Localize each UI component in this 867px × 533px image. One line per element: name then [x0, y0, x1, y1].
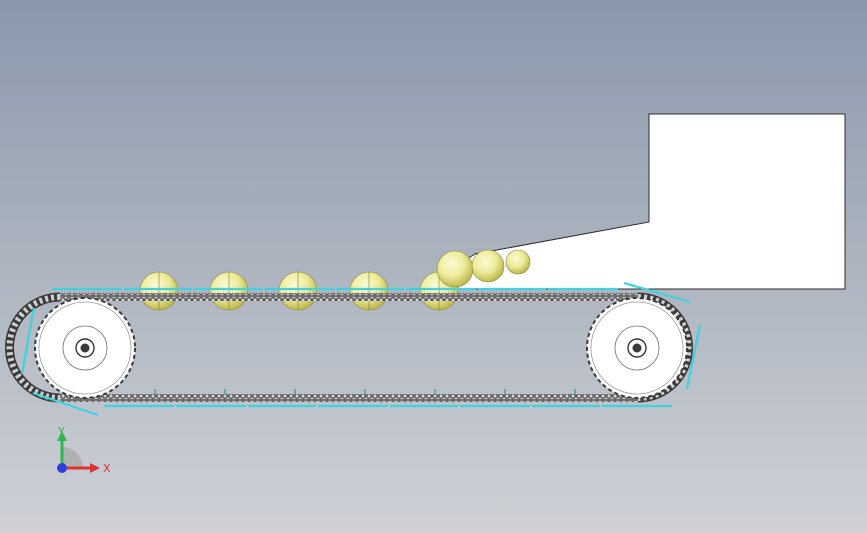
sprocket-right[interactable]: [586, 297, 688, 399]
y-axis-label: Y: [57, 425, 65, 438]
x-axis-label: X: [103, 462, 111, 475]
ball: [436, 250, 474, 288]
ball: [505, 249, 531, 275]
top-slats: [52, 281, 691, 304]
ball: [471, 249, 505, 283]
sprocket-left[interactable]: [34, 297, 136, 399]
side-slats: [20, 307, 702, 390]
z-axis-dot-icon: [57, 463, 67, 473]
ball: [278, 271, 318, 311]
bottom-slats: [32, 391, 672, 417]
ball: [349, 271, 389, 311]
ball: [139, 271, 179, 311]
ball: [209, 271, 249, 311]
y-axis-arrow-icon: [57, 431, 67, 441]
bottom-pins: [154, 389, 576, 394]
conveyor-chain[interactable]: [5, 292, 693, 403]
x-axis-arrow-icon: [90, 463, 100, 473]
coordinate-triad: Y X: [57, 425, 111, 475]
